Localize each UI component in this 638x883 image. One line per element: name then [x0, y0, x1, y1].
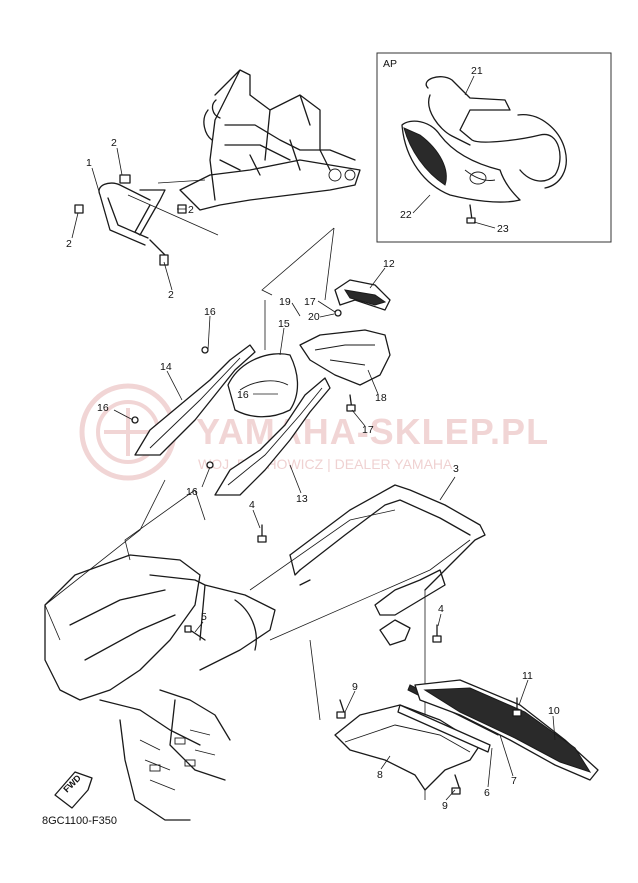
callout-16: 16: [237, 389, 249, 401]
grab-bar-1: [74, 174, 187, 266]
callouts: 1 2 2 2 2 3 4 4 5 6 7 8 9 9 10 11 12 13 …: [66, 65, 560, 812]
part-15: [227, 353, 299, 418]
part-13: [206, 377, 331, 496]
callout-16: 16: [186, 486, 198, 498]
part-12-18: [299, 279, 391, 412]
callout-4: 4: [249, 499, 255, 511]
diagram-code: 8GC1100-F350: [42, 815, 117, 827]
callout-20: 20: [308, 311, 320, 323]
inset-ap: AP: [376, 52, 612, 243]
inset-label: AP: [383, 58, 397, 70]
callout-18: 18: [375, 392, 387, 404]
callout-21: 21: [471, 65, 483, 77]
leader-lines: [71, 75, 556, 801]
callout-16: 16: [97, 402, 109, 414]
callout-17: 17: [304, 296, 316, 308]
callout-11: 11: [522, 670, 533, 682]
callout-17: 17: [362, 424, 374, 436]
frame-lower: [44, 554, 276, 821]
callout-7: 7: [511, 775, 517, 787]
part-4: [257, 524, 442, 643]
callout-19: 19: [279, 296, 291, 308]
fwd-arrow: FWD: [54, 771, 93, 809]
callout-9: 9: [442, 800, 448, 812]
frame-upper: [179, 69, 361, 211]
callout-16: 16: [204, 306, 216, 318]
callout-12: 12: [383, 258, 395, 270]
part-3: [289, 484, 486, 646]
callout-5: 5: [201, 611, 207, 623]
callout-14: 14: [160, 361, 172, 373]
callout-8: 8: [377, 769, 383, 781]
part-10: [414, 679, 599, 781]
part-14: [131, 344, 256, 456]
callout-15: 15: [278, 318, 290, 330]
callout-2: 2: [111, 137, 117, 149]
part-5: [184, 625, 206, 641]
callout-2: 2: [168, 289, 174, 301]
callout-23: 23: [497, 223, 509, 235]
callout-2: 2: [188, 204, 194, 216]
callout-3: 3: [453, 463, 459, 475]
callout-10: 10: [548, 705, 560, 717]
callout-1: 1: [86, 157, 92, 169]
callout-22: 22: [400, 209, 412, 221]
callout-4: 4: [438, 603, 444, 615]
callout-13: 13: [296, 493, 308, 505]
callout-6: 6: [484, 787, 490, 799]
watermark-main: YAMAHA-SKLEP.PL: [196, 411, 549, 452]
callout-9: 9: [352, 681, 358, 693]
callout-2: 2: [66, 238, 72, 250]
